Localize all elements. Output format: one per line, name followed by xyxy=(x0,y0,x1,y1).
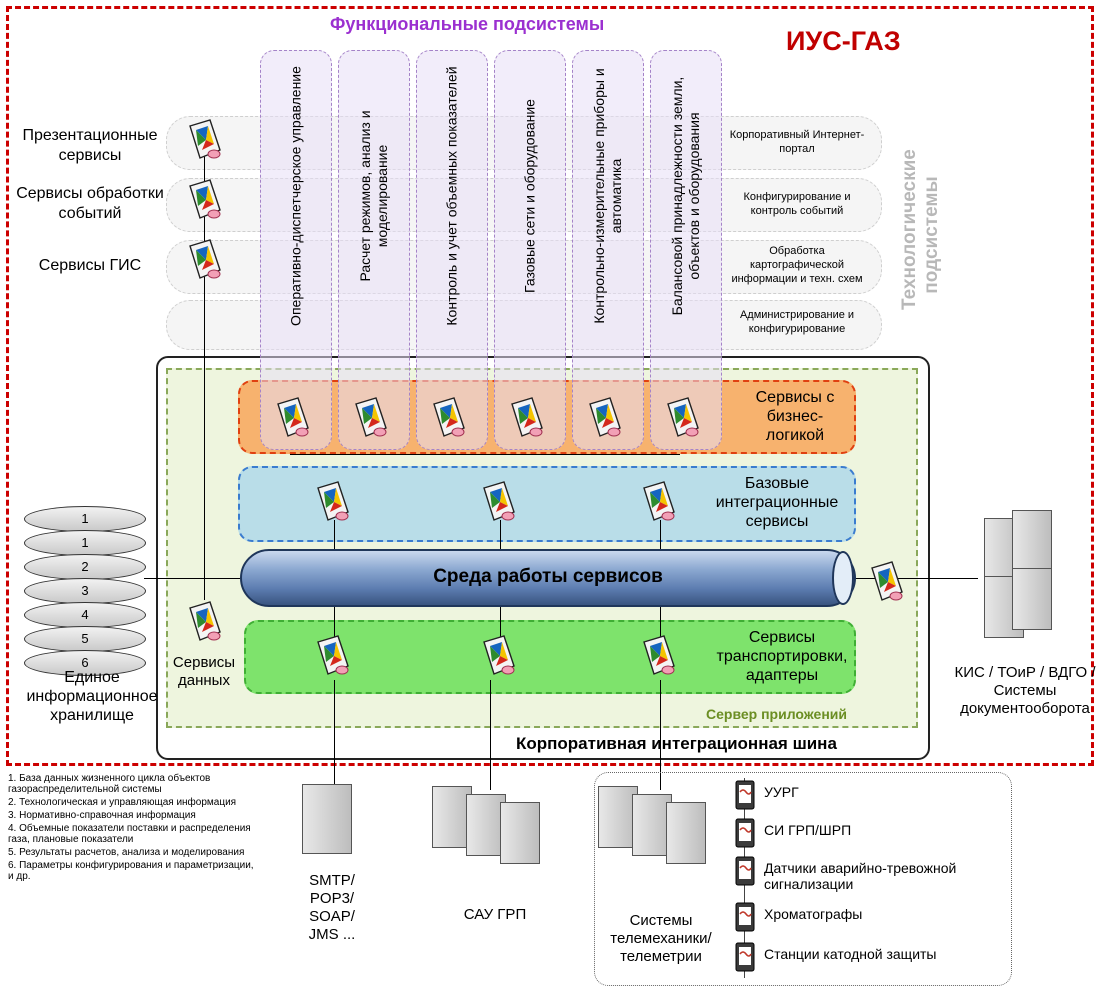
base-connector xyxy=(334,520,335,550)
event-services-label: Сервисы обработки событий xyxy=(16,185,164,222)
technological-subsystems-title: Технологические подсистемы xyxy=(899,149,942,310)
kis-label: КИС / ТОиР / ВДГО / Системы документообо… xyxy=(954,664,1096,717)
device-icon xyxy=(734,942,756,972)
note-item: 4. Объемные показатели поставки и распре… xyxy=(8,823,251,845)
functional-column: Газовые сети и оборудование xyxy=(494,50,566,450)
service-icon xyxy=(640,634,678,678)
tech-subsystem-label: Администрирование и конфигурирование xyxy=(739,309,855,335)
functional-column: Балансовой принадлежности земли, объекто… xyxy=(650,50,722,450)
tech-subsystem-label: Конфигурирование и контроль событий xyxy=(743,191,851,217)
device-icon xyxy=(734,818,756,848)
gis-services-label: Сервисы ГИС xyxy=(38,257,142,274)
service-environment-label: Среда работы сервисов xyxy=(433,566,663,587)
service-icon xyxy=(186,600,224,644)
note-item: 3. Нормативно-справочная информация xyxy=(8,810,196,821)
storage-connector xyxy=(144,578,240,579)
device-label: Хроматографы xyxy=(764,906,863,922)
service-environment-pipe xyxy=(240,549,856,607)
device-label: УУРГ xyxy=(764,784,799,800)
service-icon xyxy=(352,396,390,440)
mail-server-icon xyxy=(298,780,358,860)
service-icon xyxy=(314,634,352,678)
base-connector xyxy=(660,520,661,550)
trans-connector xyxy=(334,606,335,646)
esb-label: Корпоративная интеграционная шина xyxy=(516,734,837,753)
biz-connector xyxy=(290,454,680,455)
note-item: 5. Результаты расчетов, анализа и модели… xyxy=(8,847,245,858)
service-icon xyxy=(868,560,906,604)
tech-subsystem-label: Обработка картографической информации и … xyxy=(731,245,863,285)
device-icon xyxy=(734,902,756,932)
sau-connector xyxy=(490,680,491,790)
service-icon xyxy=(640,480,678,524)
ius-gaz-boundary xyxy=(6,6,1094,766)
sau-label: САУ ГРП xyxy=(463,906,527,923)
functional-subsystems-title: Функциональные подсистемы xyxy=(330,14,605,34)
device-label: Датчики аварийно-тревожной сигнализации xyxy=(764,860,957,892)
system-title: ИУС-ГАЗ xyxy=(786,26,901,56)
storage-notes: 1. База данных жизненного цикла объектов… xyxy=(8,773,258,884)
trans-connector xyxy=(500,606,501,646)
storage-disk: 4 xyxy=(24,602,146,628)
service-icon xyxy=(274,396,312,440)
service-icon xyxy=(430,396,468,440)
service-icon xyxy=(664,396,702,440)
storage-disk: 3 xyxy=(24,578,146,604)
telemetry-server-icon xyxy=(598,780,718,870)
functional-column: Оперативно-диспетчерское управление xyxy=(260,50,332,450)
note-item: 2. Технологическая и управляющая информа… xyxy=(8,797,237,808)
storage-label: Единое информационное хранилище xyxy=(26,669,158,724)
vertical-service-line xyxy=(204,130,205,600)
storage-disk: 1 xyxy=(24,530,146,556)
transport-label: Сервисы транспортировки, адаптеры xyxy=(716,629,848,684)
storage-disk: 6 xyxy=(24,650,146,676)
telemetry-connector xyxy=(660,680,661,790)
storage-disk: 1 xyxy=(24,506,146,532)
device-label: Станции катодной защиты xyxy=(764,946,937,962)
service-icon xyxy=(508,396,546,440)
transport-band xyxy=(244,620,856,694)
device-icon xyxy=(734,780,756,810)
service-icon xyxy=(186,178,224,222)
base-integration-label: Базовые интеграционные сервисы xyxy=(715,475,839,530)
business-logic-label: Сервисы с бизнес-логикой xyxy=(755,389,835,444)
service-icon xyxy=(480,480,518,524)
kis-connector xyxy=(854,578,978,579)
service-icon xyxy=(480,634,518,678)
app-server-label: Сервер приложений xyxy=(706,706,847,722)
pipe-end xyxy=(832,551,854,605)
device-label: СИ ГРП/ШРП xyxy=(764,822,852,838)
service-icon xyxy=(186,238,224,282)
sau-server-icon xyxy=(432,780,552,870)
storage-disk: 5 xyxy=(24,626,146,652)
functional-column: Расчет режимов, анализ и моделирование xyxy=(338,50,410,450)
functional-column: Контроль и учет объемных показателей xyxy=(416,50,488,450)
tech-subsystem-label: Корпоративный Интернет-портал xyxy=(729,129,865,155)
data-services-label: Сервисы данных xyxy=(172,654,236,689)
note-item: 1. База данных жизненного цикла объектов… xyxy=(8,773,211,795)
protocols-connector xyxy=(334,680,335,790)
kis-server-icon xyxy=(980,510,1070,640)
base-connector xyxy=(500,520,501,550)
telemetry-label: Системы телемеханики/ телеметрии xyxy=(610,912,712,965)
trans-connector xyxy=(660,606,661,646)
presentation-services-label: Презентационные сервисы xyxy=(22,127,158,164)
devices-group xyxy=(594,772,1012,986)
functional-column: Контрольно-измерительные приборы и автом… xyxy=(572,50,644,450)
protocols-label: SMTP/ POP3/ SOAP/ JMS ... xyxy=(308,872,356,943)
service-icon xyxy=(314,480,352,524)
storage-disk: 2 xyxy=(24,554,146,580)
service-icon xyxy=(586,396,624,440)
service-icon xyxy=(186,118,224,162)
note-item: 6. Параметры конфигурирования и параметр… xyxy=(8,860,254,882)
device-icon xyxy=(734,856,756,886)
